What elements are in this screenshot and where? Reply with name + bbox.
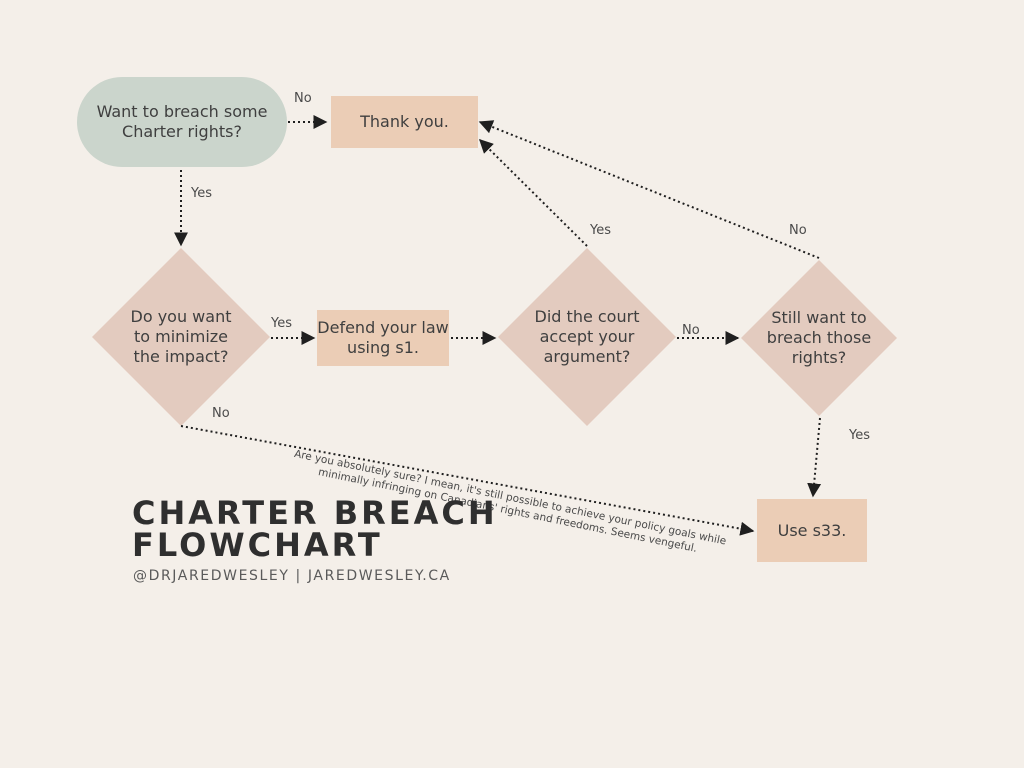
court-decision-shape [498,248,676,426]
court-decision: Did the court accept your argument? [534,307,640,366]
still-want-decision: Still want to breach those rights? [766,308,872,367]
defend-node-shape [317,310,449,366]
label-still-no: No [789,223,807,238]
arrow-minimize-to-use-s33 [180,425,755,536]
use-s33-node-shape [757,499,867,562]
label-start-yes: Yes [191,186,212,201]
arrow-still-want-to-use-s33 [807,417,822,498]
attribution: @DRJAREDWESLEY | JAREDWESLEY.CA [133,568,451,584]
thank-you-node-shape [331,96,478,148]
label-minimize-no: No [212,406,230,421]
title-line-2: FLOWCHART [132,526,383,564]
label-still-yes: Yes [849,428,870,443]
still-want-decision-shape [741,260,897,416]
arrow-court-to-thank-you [479,139,588,247]
minimize-decision-shape [92,248,270,426]
start-node-shape [77,77,287,167]
arrow-still-want-to-thank-you [478,120,820,259]
minimize-decision: Do you want to minimize the impact? [130,307,232,366]
label-minimize-yes: Yes [271,316,292,331]
page-title: CHARTER BREACH FLOWCHART [132,497,498,561]
use-s33-node: Use s33. [777,520,847,540]
start-node: Want to breach some Charter rights? [96,102,268,141]
label-court-no: No [682,323,700,338]
defend-node: Defend your law using s1. [317,318,449,357]
title-line-1: CHARTER BREACH [132,494,498,532]
label-court-yes: Yes [590,223,611,238]
label-start-no: No [294,91,312,106]
thank-you-node: Thank you. [360,112,449,131]
